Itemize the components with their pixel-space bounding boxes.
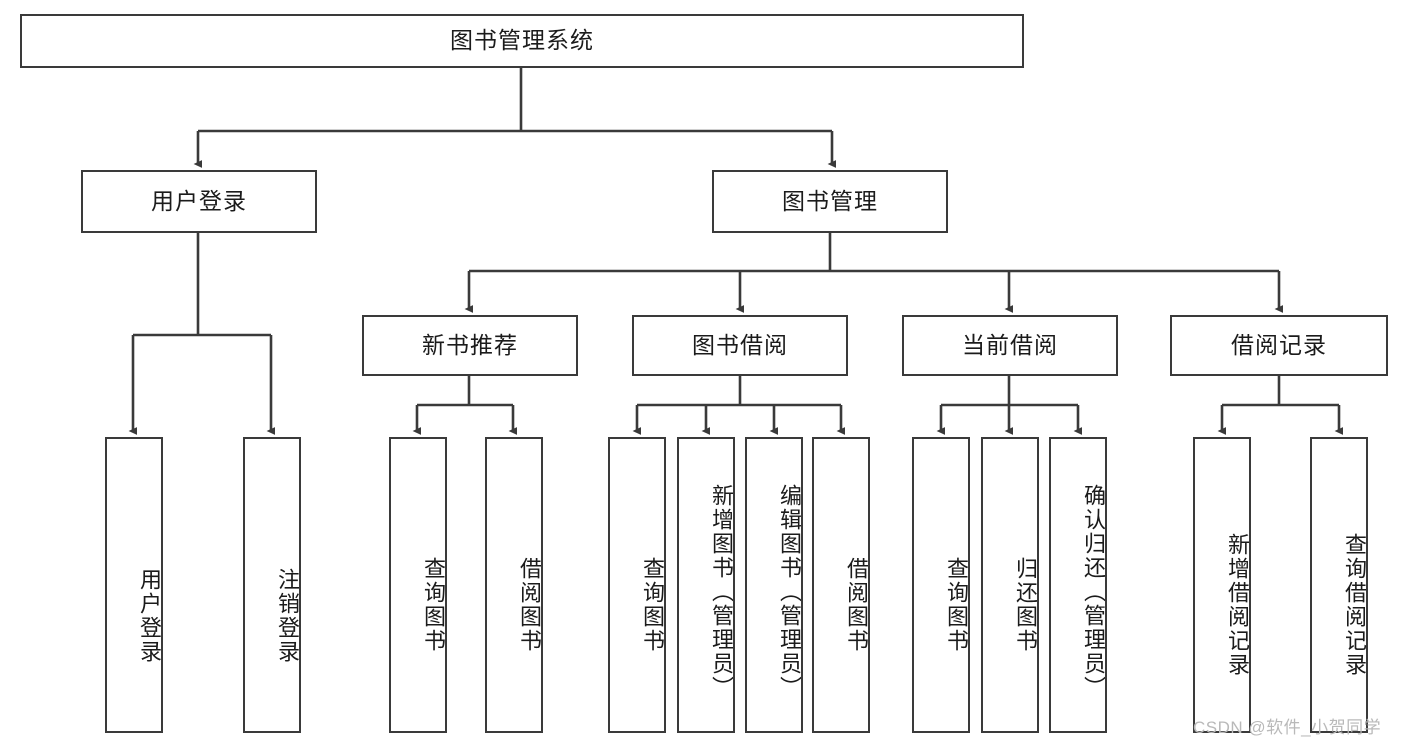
node-new-book-recommend[interactable]: 新书推荐 [362,315,578,376]
node-label: 查询图书 [421,557,446,653]
node-label: 当前借阅 [962,331,1058,358]
leaf-logout-login[interactable]: 注销登录 [243,437,301,733]
leaf-query-book-3[interactable]: 查询图书 [912,437,970,733]
node-label: 借阅记录 [1231,331,1327,358]
node-label: 用户登录 [137,568,162,664]
leaf-user-login[interactable]: 用户登录 [105,437,163,733]
node-user-login[interactable]: 用户登录 [81,170,317,233]
leaf-query-book-2[interactable]: 查询图书 [608,437,666,733]
node-borrow-record[interactable]: 借阅记录 [1170,315,1388,376]
leaf-borrow-book-1[interactable]: 借阅图书 [485,437,543,733]
node-current-borrow[interactable]: 当前借阅 [902,315,1118,376]
node-label: 编辑图书（管理员） [777,484,802,700]
node-label: 查询图书 [640,557,665,653]
node-label: 图书管理 [782,187,878,214]
node-label: 确认归还（管理员） [1081,484,1106,700]
node-label: 借阅图书 [517,557,542,653]
node-label: 图书管理系统 [450,27,594,54]
node-label: 用户登录 [151,187,247,214]
node-label: 查询借阅记录 [1342,533,1367,677]
node-book-borrow[interactable]: 图书借阅 [632,315,848,376]
leaf-borrow-book-2[interactable]: 借阅图书 [812,437,870,733]
leaf-confirm-return[interactable]: 确认归还（管理员） [1049,437,1107,733]
node-label: 注销登录 [275,568,300,664]
leaf-add-book[interactable]: 新增图书（管理员） [677,437,735,733]
node-book-management[interactable]: 图书管理 [712,170,948,233]
csdn-watermark: CSDN @软件_小贺同学 [1193,718,1382,737]
node-label: 新书推荐 [422,331,518,358]
node-label: 新增借阅记录 [1225,533,1250,677]
node-label: 查询图书 [944,557,969,653]
leaf-return-book[interactable]: 归还图书 [981,437,1039,733]
leaf-query-book-1[interactable]: 查询图书 [389,437,447,733]
node-label: 归还图书 [1013,557,1038,653]
leaf-query-record[interactable]: 查询借阅记录 [1310,437,1368,733]
node-label: 新增图书（管理员） [709,484,734,700]
node-label: 图书借阅 [692,331,788,358]
leaf-edit-book[interactable]: 编辑图书（管理员） [745,437,803,733]
node-book-management-system[interactable]: 图书管理系统 [20,14,1024,68]
node-label: 借阅图书 [844,557,869,653]
leaf-add-record[interactable]: 新增借阅记录 [1193,437,1251,733]
